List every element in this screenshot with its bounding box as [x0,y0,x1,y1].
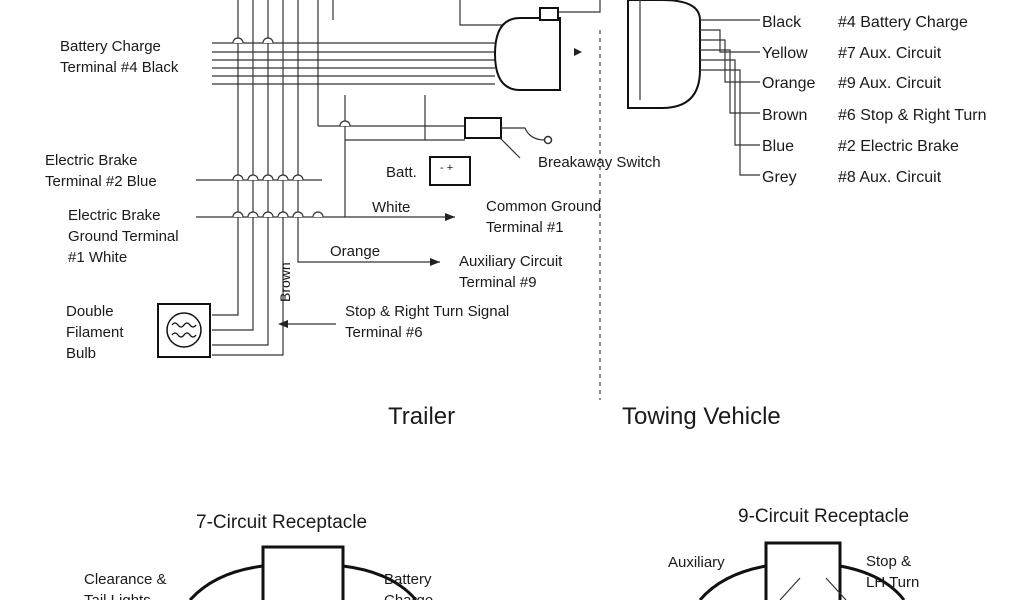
brake-ground-label-2: Ground Terminal [68,228,179,245]
aux-9-label-1: Auxiliary Circuit [459,253,563,270]
wire-terminal-7: #7 Aux. Circuit [838,45,942,62]
orange-wire-label: Orange [330,243,380,260]
wire-color-yellow: Yellow [762,45,808,62]
wire-color-orange: Orange [762,75,815,92]
battery-charge-label-2: Terminal #4 Black [60,59,179,76]
electric-brake-label-1: Electric Brake [45,152,138,169]
receptacle-7-left-label-2: Tail Lights [84,592,151,600]
battery-charge-label-1: Battery Charge [60,38,161,55]
receptacle-7-right-label-2: Charge [384,592,433,600]
bulb-icon [157,303,211,358]
wire-terminal-9: #9 Aux. Circuit [838,75,942,92]
common-ground-label-1: Common Ground [486,198,601,215]
receptacle-7-left-label-1: Clearance & [84,571,167,588]
vehicle-socket [627,0,701,109]
battery [429,156,471,186]
trailer-plug [493,7,561,91]
battery-label: Batt. [386,164,417,181]
receptacle-9-right-label-1: Stop & [866,553,911,570]
white-wire-label: White [372,199,410,216]
bulb-label-1: Double [66,303,114,320]
receptacle-7: 7-Circuit Receptacle Clearance & Tail Li… [84,512,433,600]
breakaway-switch-label: Breakaway Switch [538,154,661,171]
receptacle-9-right-label-2: LH Turn [866,574,919,591]
vehicle-wiring [700,19,760,176]
receptacle-7-title: 7-Circuit Receptacle [196,512,367,533]
bulb-label-2: Filament [66,324,124,341]
towing-vehicle-section-title: Towing Vehicle [622,403,781,430]
breakaway-switch [464,117,553,159]
wire-terminal-4: #4 Battery Charge [838,14,968,31]
battery-terminals-label: - + [440,162,453,174]
brown-wire-label: Brown [277,262,293,302]
signal-arrows [278,48,582,328]
stop-right-label-1: Stop & Right Turn Signal [345,303,509,320]
receptacle-7-right-label-1: Battery [384,571,432,588]
wire-color-brown: Brown [762,107,807,124]
wire-terminal-2: #2 Electric Brake [838,138,959,155]
receptacle-9-left-label: Auxiliary [668,554,725,571]
vehicle-wire-labels: Black #4 Battery Charge Yellow #7 Aux. C… [762,14,987,186]
wire-crossings [232,37,351,218]
wire-color-black: Black [762,14,802,31]
receptacle-9-title: 9-Circuit Receptacle [738,506,909,527]
receptacle-9: 9-Circuit Receptacle Auxiliary Stop & LH… [668,506,919,600]
trailer-section-title: Trailer [388,403,455,430]
electric-brake-label-2: Terminal #2 Blue [45,173,157,190]
aux-9-label-2: Terminal #9 [459,274,537,291]
wire-terminal-8: #8 Aux. Circuit [838,169,942,186]
stop-right-label-2: Terminal #6 [345,324,423,341]
bulb-label-3: Bulb [66,345,96,362]
brake-ground-label-1: Electric Brake [68,207,161,224]
wire-color-blue: Blue [762,138,794,155]
wire-terminal-6: #6 Stop & Right Turn [838,107,987,124]
brake-ground-label-3: #1 White [68,249,127,266]
common-ground-label-2: Terminal #1 [486,219,564,236]
wire-color-grey: Grey [762,169,797,186]
